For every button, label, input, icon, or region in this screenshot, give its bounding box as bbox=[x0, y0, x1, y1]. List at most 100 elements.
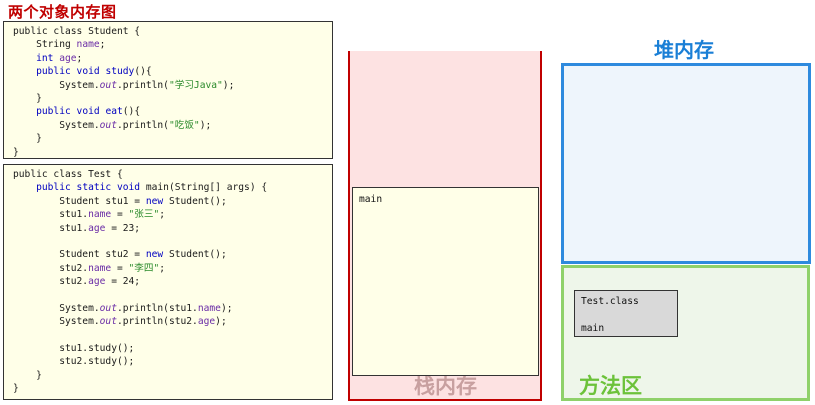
code-token: (){ bbox=[122, 106, 141, 118]
code-token: String bbox=[13, 39, 77, 51]
method-area bbox=[561, 265, 810, 401]
code-line: System.out.println("学习Java"); bbox=[13, 79, 332, 92]
stack-memory-label: 栈内存 bbox=[414, 374, 477, 398]
code-token: "张三" bbox=[128, 209, 160, 221]
code-token: } bbox=[13, 133, 42, 145]
code-token: study bbox=[105, 66, 135, 78]
code-token: name bbox=[88, 262, 112, 274]
code-line: int age; bbox=[13, 52, 332, 65]
code-token bbox=[13, 182, 36, 193]
code-line: System.out.println("吃饭"); bbox=[13, 119, 332, 132]
code-token: stu2. bbox=[13, 262, 89, 274]
code-token: "李四" bbox=[128, 262, 160, 274]
code-token: .println( bbox=[116, 119, 169, 131]
main-frame-label: main bbox=[359, 194, 383, 205]
code-token: = 24; bbox=[105, 276, 141, 288]
code-line: stu2.study(); bbox=[13, 355, 332, 368]
code-token: main(String[] args) { bbox=[140, 182, 268, 194]
code-token: new bbox=[145, 195, 164, 207]
code-token: name bbox=[88, 209, 112, 221]
code-line bbox=[13, 289, 332, 302]
code-line: public void eat(){ bbox=[13, 105, 332, 118]
heap-memory-label: 堆内存 bbox=[654, 38, 714, 62]
code-line: Student stu1 = new Student(); bbox=[13, 195, 332, 208]
code-token: ); bbox=[220, 302, 233, 314]
code-token: Student(); bbox=[163, 249, 227, 261]
code-token: Student(); bbox=[163, 195, 227, 207]
code-line: stu2.age = 24; bbox=[13, 275, 332, 288]
code-token: ; bbox=[159, 209, 166, 221]
code-token: public void bbox=[36, 106, 100, 118]
code-token: .println( bbox=[116, 79, 169, 91]
code-token: public class Test { bbox=[13, 169, 123, 180]
code-token: eat bbox=[105, 106, 123, 118]
code-token: new bbox=[145, 249, 164, 261]
code-token: ; bbox=[99, 39, 106, 51]
code-token: = 23; bbox=[105, 222, 141, 234]
code-token: stu1. bbox=[13, 209, 89, 221]
code-token: } bbox=[13, 383, 19, 395]
code-line: stu1.study(); bbox=[13, 342, 332, 355]
code-token: out bbox=[99, 119, 117, 131]
code-token: (){ bbox=[134, 66, 152, 78]
code-line: public class Test { bbox=[13, 168, 332, 181]
code-token: "吃饭" bbox=[168, 119, 200, 131]
code-token: } bbox=[13, 92, 42, 104]
test-class-code: public class Test { public static void m… bbox=[3, 164, 333, 400]
code-line: } bbox=[13, 382, 332, 395]
student-class-code: public class Student { String name; int … bbox=[3, 21, 333, 159]
test-class-box: Test.class main bbox=[574, 290, 678, 337]
code-token: out bbox=[99, 302, 117, 314]
main-stack-frame: main bbox=[352, 187, 539, 376]
code-token: age bbox=[88, 222, 106, 234]
code-token: ; bbox=[76, 52, 83, 64]
class-method-label: main bbox=[581, 322, 605, 334]
code-line: stu1.name = "张三"; bbox=[13, 208, 332, 221]
code-line: stu1.age = 23; bbox=[13, 222, 332, 235]
code-token: public void bbox=[36, 66, 100, 78]
code-line bbox=[13, 235, 332, 248]
code-token: Student stu1 = bbox=[13, 195, 146, 207]
code-token: age bbox=[197, 316, 216, 328]
code-line: } bbox=[13, 146, 332, 159]
code-token: name bbox=[197, 302, 221, 314]
code-token bbox=[13, 106, 36, 117]
code-token: ); bbox=[199, 119, 212, 131]
code-token: int bbox=[36, 52, 54, 64]
code-token: age bbox=[88, 276, 106, 288]
code-token: } bbox=[13, 369, 42, 381]
code-token: out bbox=[99, 79, 117, 91]
code-token: ; bbox=[159, 262, 166, 274]
code-token: public class Student { bbox=[13, 26, 141, 37]
code-token: "学习Java" bbox=[168, 79, 223, 91]
code-token: System. bbox=[13, 79, 100, 91]
code-token: ); bbox=[215, 316, 227, 328]
code-line: stu2.name = "李四"; bbox=[13, 262, 332, 275]
code-token: = bbox=[111, 209, 129, 221]
page-title: 两个对象内存图 bbox=[8, 3, 117, 21]
code-token bbox=[13, 66, 36, 77]
code-line: System.out.println(stu2.age); bbox=[13, 315, 332, 328]
code-token: stu1.study(); bbox=[13, 343, 135, 355]
code-line: } bbox=[13, 132, 332, 145]
method-area-label: 方法区 bbox=[579, 374, 642, 398]
code-line: } bbox=[13, 92, 332, 105]
code-line bbox=[13, 329, 332, 342]
code-token: age bbox=[59, 52, 77, 64]
code-line: Student stu2 = new Student(); bbox=[13, 248, 332, 261]
code-token: out bbox=[99, 316, 117, 328]
code-token: = bbox=[111, 262, 129, 274]
code-token: public static void bbox=[36, 182, 141, 194]
code-token: Student stu2 = bbox=[13, 249, 146, 261]
code-token: } bbox=[13, 146, 19, 158]
code-token: System. bbox=[13, 316, 100, 328]
heap-memory-area bbox=[561, 63, 811, 264]
code-line: public void study(){ bbox=[13, 65, 332, 78]
code-token bbox=[13, 53, 36, 64]
code-line: } bbox=[13, 369, 332, 382]
code-token: .println(stu2. bbox=[116, 316, 198, 328]
code-line: public class Student { bbox=[13, 25, 332, 38]
code-token: System. bbox=[13, 119, 100, 131]
code-token: stu2.study(); bbox=[13, 356, 135, 368]
code-token: stu1. bbox=[13, 222, 89, 234]
